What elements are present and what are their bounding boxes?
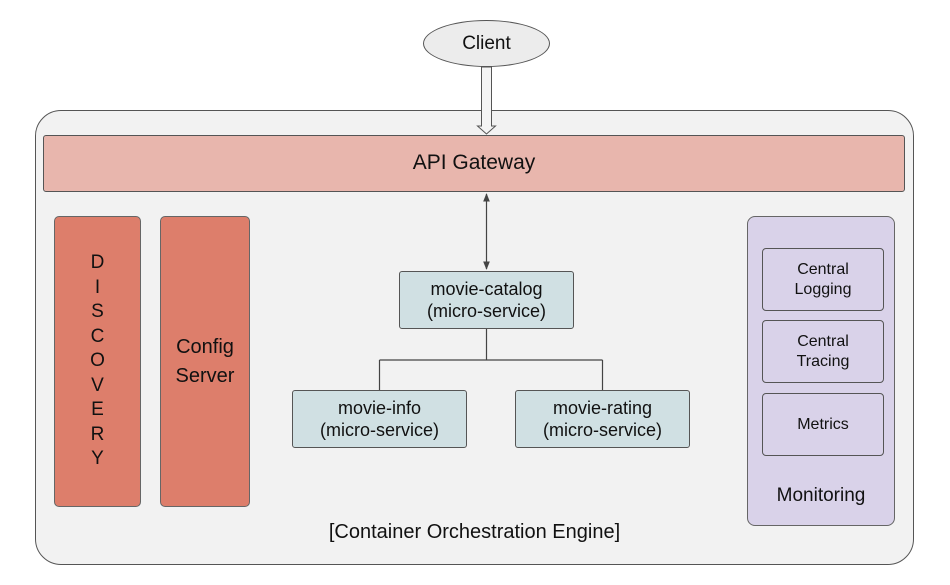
- engine-label: [Container Orchestration Engine]: [328, 521, 621, 543]
- discovery-letter: O: [90, 350, 105, 372]
- movie-catalog-service: movie-catalog (micro-service): [399, 271, 574, 329]
- discovery-service: D I S C O V E R Y: [54, 216, 141, 507]
- discovery-letter: I: [94, 276, 101, 298]
- movie-rating-service: movie-rating (micro-service): [515, 390, 690, 448]
- discovery-letter: C: [90, 325, 105, 347]
- movie-catalog-label: movie-catalog (micro-service): [427, 278, 546, 322]
- monitoring-group: Central Logging Central Tracing Metrics …: [747, 216, 895, 526]
- discovery-letter: Y: [91, 448, 104, 470]
- movie-info-label: movie-info (micro-service): [320, 397, 439, 441]
- client-label: Client: [462, 32, 511, 54]
- central-logging: Central Logging: [762, 248, 884, 311]
- metrics: Metrics: [762, 393, 884, 456]
- central-tracing: Central Tracing: [762, 320, 884, 383]
- movie-info-service: movie-info (micro-service): [292, 390, 467, 448]
- config-server: Config Server: [160, 216, 250, 507]
- api-gateway: API Gateway: [43, 135, 905, 192]
- movie-rating-label: movie-rating (micro-service): [543, 397, 662, 441]
- client-node: Client: [423, 20, 550, 67]
- discovery-letter: S: [91, 301, 104, 323]
- central-tracing-label: Central Tracing: [796, 332, 850, 370]
- config-server-label: Config Server: [175, 335, 235, 387]
- discovery-letter: E: [91, 399, 104, 421]
- monitoring-label: Monitoring: [776, 485, 866, 506]
- metrics-label: Metrics: [797, 415, 849, 433]
- discovery-letter: V: [91, 374, 104, 396]
- central-logging-label: Central Logging: [794, 260, 852, 298]
- api-gateway-label: API Gateway: [412, 151, 536, 175]
- discovery-letter: R: [90, 423, 105, 445]
- discovery-letter: D: [90, 252, 105, 274]
